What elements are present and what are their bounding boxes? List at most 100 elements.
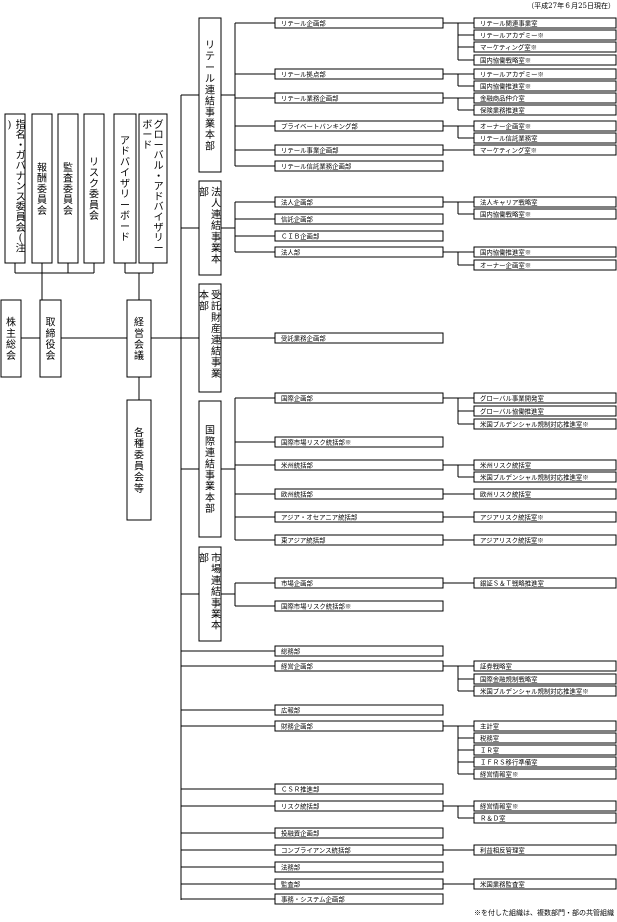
sub-box-22-0-label: 主計室 bbox=[480, 721, 500, 730]
sub-box-6-0: 法人キャリア戦略室 bbox=[473, 196, 617, 208]
unit-box-0-char: 事 bbox=[205, 106, 215, 119]
sub-box-26-0: 利益相反管理室 bbox=[473, 844, 617, 856]
dept-box-14: 欧州統括部 bbox=[274, 488, 444, 500]
exec-committee-box-char: 営 bbox=[134, 327, 144, 340]
dept-box-28: 監査部 bbox=[274, 878, 444, 890]
sub-box-20-1: 国際金融規制戦略室 bbox=[473, 673, 617, 685]
dept-box-27-label: 法務部 bbox=[281, 862, 301, 871]
sub-box-1-0-label: リテールアカデミー※ bbox=[480, 69, 544, 78]
committee-box-5-char: ボ bbox=[142, 119, 152, 131]
committees-misc-box-char: 会 bbox=[134, 471, 144, 484]
dept-box-3-label: プライベートバンキング部 bbox=[281, 121, 358, 130]
committee-box-2-char: 委 bbox=[63, 182, 73, 195]
sub-box-20-0-label: 証券戦略室 bbox=[480, 661, 513, 670]
unit-box-4-char: 連 bbox=[211, 574, 221, 587]
exec-committee-box-char: 会 bbox=[134, 338, 144, 351]
unit-box-4-char: 結 bbox=[211, 585, 221, 598]
unit-box-0-char: 本 bbox=[205, 128, 215, 141]
board-box-char: 取 bbox=[46, 317, 56, 329]
dept-box-18: 国際市場リスク統括部※ bbox=[274, 600, 444, 612]
sub-box-11-1: グローバル協働推進室 bbox=[473, 405, 617, 417]
sub-box-9-0: 国内協働推進室※ bbox=[473, 246, 617, 258]
shareholders-box-char: 株 bbox=[6, 316, 16, 329]
committee-box-3-char: 委 bbox=[89, 188, 99, 201]
dept-box-9-label: 法人部 bbox=[281, 247, 301, 256]
dept-box-23: ＣＳＲ推進部 bbox=[274, 783, 444, 795]
sub-box-0-3: 国内協働戦略室※ bbox=[473, 54, 617, 66]
unit-box-3-char: 部 bbox=[205, 502, 215, 515]
unit-box-2-char: 部 bbox=[199, 300, 209, 313]
committee-box-4-char: ー bbox=[120, 200, 130, 211]
committee-box-0-char: 会 bbox=[16, 221, 26, 234]
sub-box-13-1: 米国プルデンシャル規制対応推進室※ bbox=[473, 471, 617, 483]
committee-box-3-char: リ bbox=[89, 157, 99, 168]
committee-box-4-char: イ bbox=[120, 168, 130, 179]
committee-box-1-char: 酬 bbox=[37, 173, 47, 185]
dept-box-21-label: 広報部 bbox=[281, 705, 301, 714]
unit-box-4-char: 業 bbox=[211, 608, 221, 621]
dept-box-2: リテール業務企画部 bbox=[274, 92, 444, 104]
footnote: ※を付した組織は、複数部門・部の共管組織 bbox=[474, 909, 614, 917]
committee-box-4-char: ド bbox=[120, 147, 130, 158]
unit-box-0-char: 結 bbox=[205, 95, 215, 108]
dept-box-19-label: 総務部 bbox=[281, 646, 301, 655]
committee-box-2-char: 査 bbox=[63, 172, 73, 185]
committee-box-0-char: 名 bbox=[16, 128, 26, 141]
committee-box-0-char: ・ bbox=[16, 140, 26, 151]
unit-box-3-char: 業 bbox=[205, 480, 215, 493]
dept-box-10-label: 受託業務企画部 bbox=[281, 333, 326, 342]
dept-box-12-label: 国際市場リスク統括部※ bbox=[281, 437, 351, 446]
committee-box-3-char: ス bbox=[89, 168, 99, 179]
unit-box-0-char: リ bbox=[205, 41, 215, 52]
dept-box-5-label: リテール信託業務企画部 bbox=[281, 161, 352, 170]
unit-box-2-char: 連 bbox=[211, 333, 221, 346]
sub-box-14-0-label: 欧州リスク統括室 bbox=[480, 489, 532, 498]
dept-box-20-label: 経営企画部 bbox=[281, 661, 314, 670]
unit-box-2-char: 産 bbox=[211, 322, 221, 335]
dept-box-18-label: 国際市場リスク統括部※ bbox=[281, 601, 351, 610]
dept-box-14-label: 欧州統括部 bbox=[281, 489, 314, 498]
board-box-char: 締 bbox=[46, 327, 56, 340]
committee-box-3-char: ク bbox=[89, 178, 99, 190]
sub-box-2-0-label: 金融商品仲介室 bbox=[480, 93, 525, 102]
committee-box-4-char: リ bbox=[120, 190, 130, 201]
unit-box-1-char: 業 bbox=[211, 242, 221, 255]
committee-box-5-char: ー bbox=[142, 130, 152, 141]
committee-box-5-char: ロ bbox=[154, 130, 164, 141]
sub-box-17-0-label: 銀証Ｓ＆Ｔ戦略推進室 bbox=[480, 578, 545, 587]
dept-box-15-label: アジア・オセアニア統括部 bbox=[281, 512, 358, 521]
sub-box-11-0: グローバル事業開発室 bbox=[473, 392, 617, 404]
unit-box-1-char: 連 bbox=[211, 208, 221, 221]
dept-box-22-label: 財務企画部 bbox=[281, 721, 314, 730]
sub-box-1-1: 国内協働推進室※ bbox=[473, 80, 617, 92]
dept-box-21: 広報部 bbox=[274, 704, 444, 716]
dept-box-8-label: ＣＩＢ企画部 bbox=[281, 231, 320, 240]
sub-box-22-3: ＩＦＲＳ移行準備室 bbox=[473, 756, 617, 768]
committee-box-5-char: ア bbox=[154, 182, 164, 193]
unit-box-0-char: 連 bbox=[205, 83, 215, 96]
committee-box-5-char: バ bbox=[154, 201, 164, 213]
unit-box-1-char: 部 bbox=[199, 186, 209, 199]
committee-box-5-char: ザ bbox=[154, 222, 164, 234]
committee-box-0-char: バ bbox=[16, 160, 26, 172]
sub-box-13-1-label: 米国プルデンシャル規制対応推進室※ bbox=[480, 472, 589, 481]
unit-box-2-char: 業 bbox=[211, 367, 221, 380]
unit-box-0-char: 部 bbox=[205, 139, 215, 152]
committee-box-3-char: 会 bbox=[89, 209, 99, 222]
committee-box-2-char: 員 bbox=[63, 194, 73, 206]
sub-box-2-1-label: 保険業務推進室 bbox=[480, 105, 525, 114]
exec-committee-box-char: 議 bbox=[134, 349, 144, 362]
unit-box-3-char: 国 bbox=[205, 425, 215, 437]
unit-box-2-char: 託 bbox=[211, 300, 221, 313]
sub-box-11-1-label: グローバル協働推進室 bbox=[480, 406, 544, 415]
committee-box-5-char: グ bbox=[154, 118, 164, 131]
committees-misc-box-char: 委 bbox=[134, 448, 144, 461]
